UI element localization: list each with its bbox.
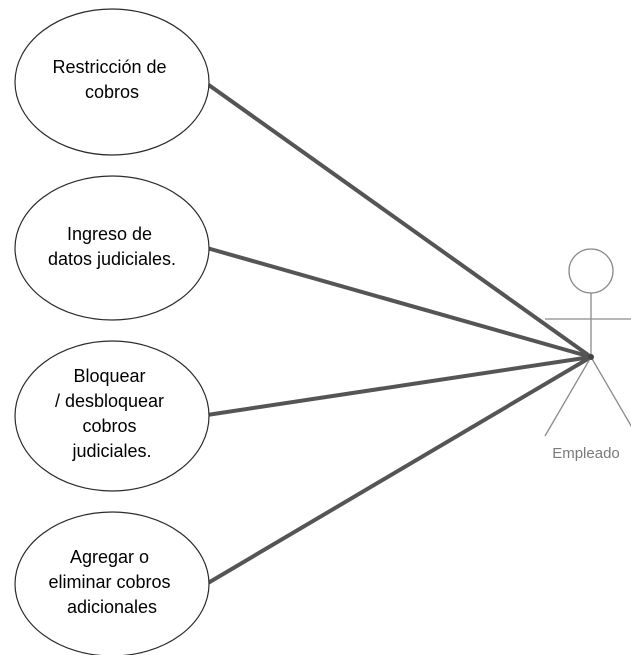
association-line-restriccion	[204, 81, 593, 359]
associations	[204, 81, 593, 585]
use-case-agregar-eliminar-cobros[interactable]: Agregar o eliminar cobros adicionales	[14, 511, 210, 655]
association-line-agregar	[206, 355, 593, 585]
association-line-bloquear	[205, 355, 593, 417]
svg-text:Ingreso de datos judicia: Ingreso de datos judiciales.	[48, 224, 176, 269]
actor-right-leg	[590, 356, 631, 427]
use-case-label-line: cobros	[82, 416, 136, 436]
actor-empleado[interactable]: Empleado	[544, 248, 631, 462]
use-case-label-line: Bloquear	[73, 366, 145, 386]
association-line-ingreso	[205, 246, 593, 359]
use-case-bloquear-cobros[interactable]: Bloquear / desbloquear cobros judiciales…	[14, 340, 210, 492]
actor-head-icon	[568, 248, 614, 294]
use-case-label-line: Agregar o	[70, 547, 149, 567]
use-case-label-line: datos judiciales.	[48, 249, 176, 269]
actor-left-leg	[544, 356, 592, 437]
use-case-label-line: adicionales	[67, 597, 157, 617]
svg-text:Bloquear / desbloquear: Bloquear / desbloquear cobros judiciales…	[55, 366, 169, 461]
use-case-restriccion-cobros[interactable]: Restricción de cobros	[14, 8, 210, 156]
use-case-label-line: / desbloquear	[55, 391, 164, 411]
use-case-label-line: cobros	[85, 82, 139, 102]
svg-text:Restricción de cobros: Restricción de cobros	[52, 57, 171, 102]
use-case-ingreso-datos[interactable]: Ingreso de datos judiciales.	[14, 175, 210, 321]
use-case-label-line: eliminar cobros	[48, 572, 170, 592]
use-case-label-line: Restricción de	[52, 57, 166, 77]
svg-text:Agregar o eliminar cobro: Agregar o eliminar cobros adicionales	[48, 547, 175, 617]
actor-label: Empleado	[552, 445, 620, 462]
use-case-label-line: Ingreso de	[67, 224, 152, 244]
use-case-label-line: judiciales.	[71, 441, 151, 461]
association-junction	[588, 354, 594, 360]
